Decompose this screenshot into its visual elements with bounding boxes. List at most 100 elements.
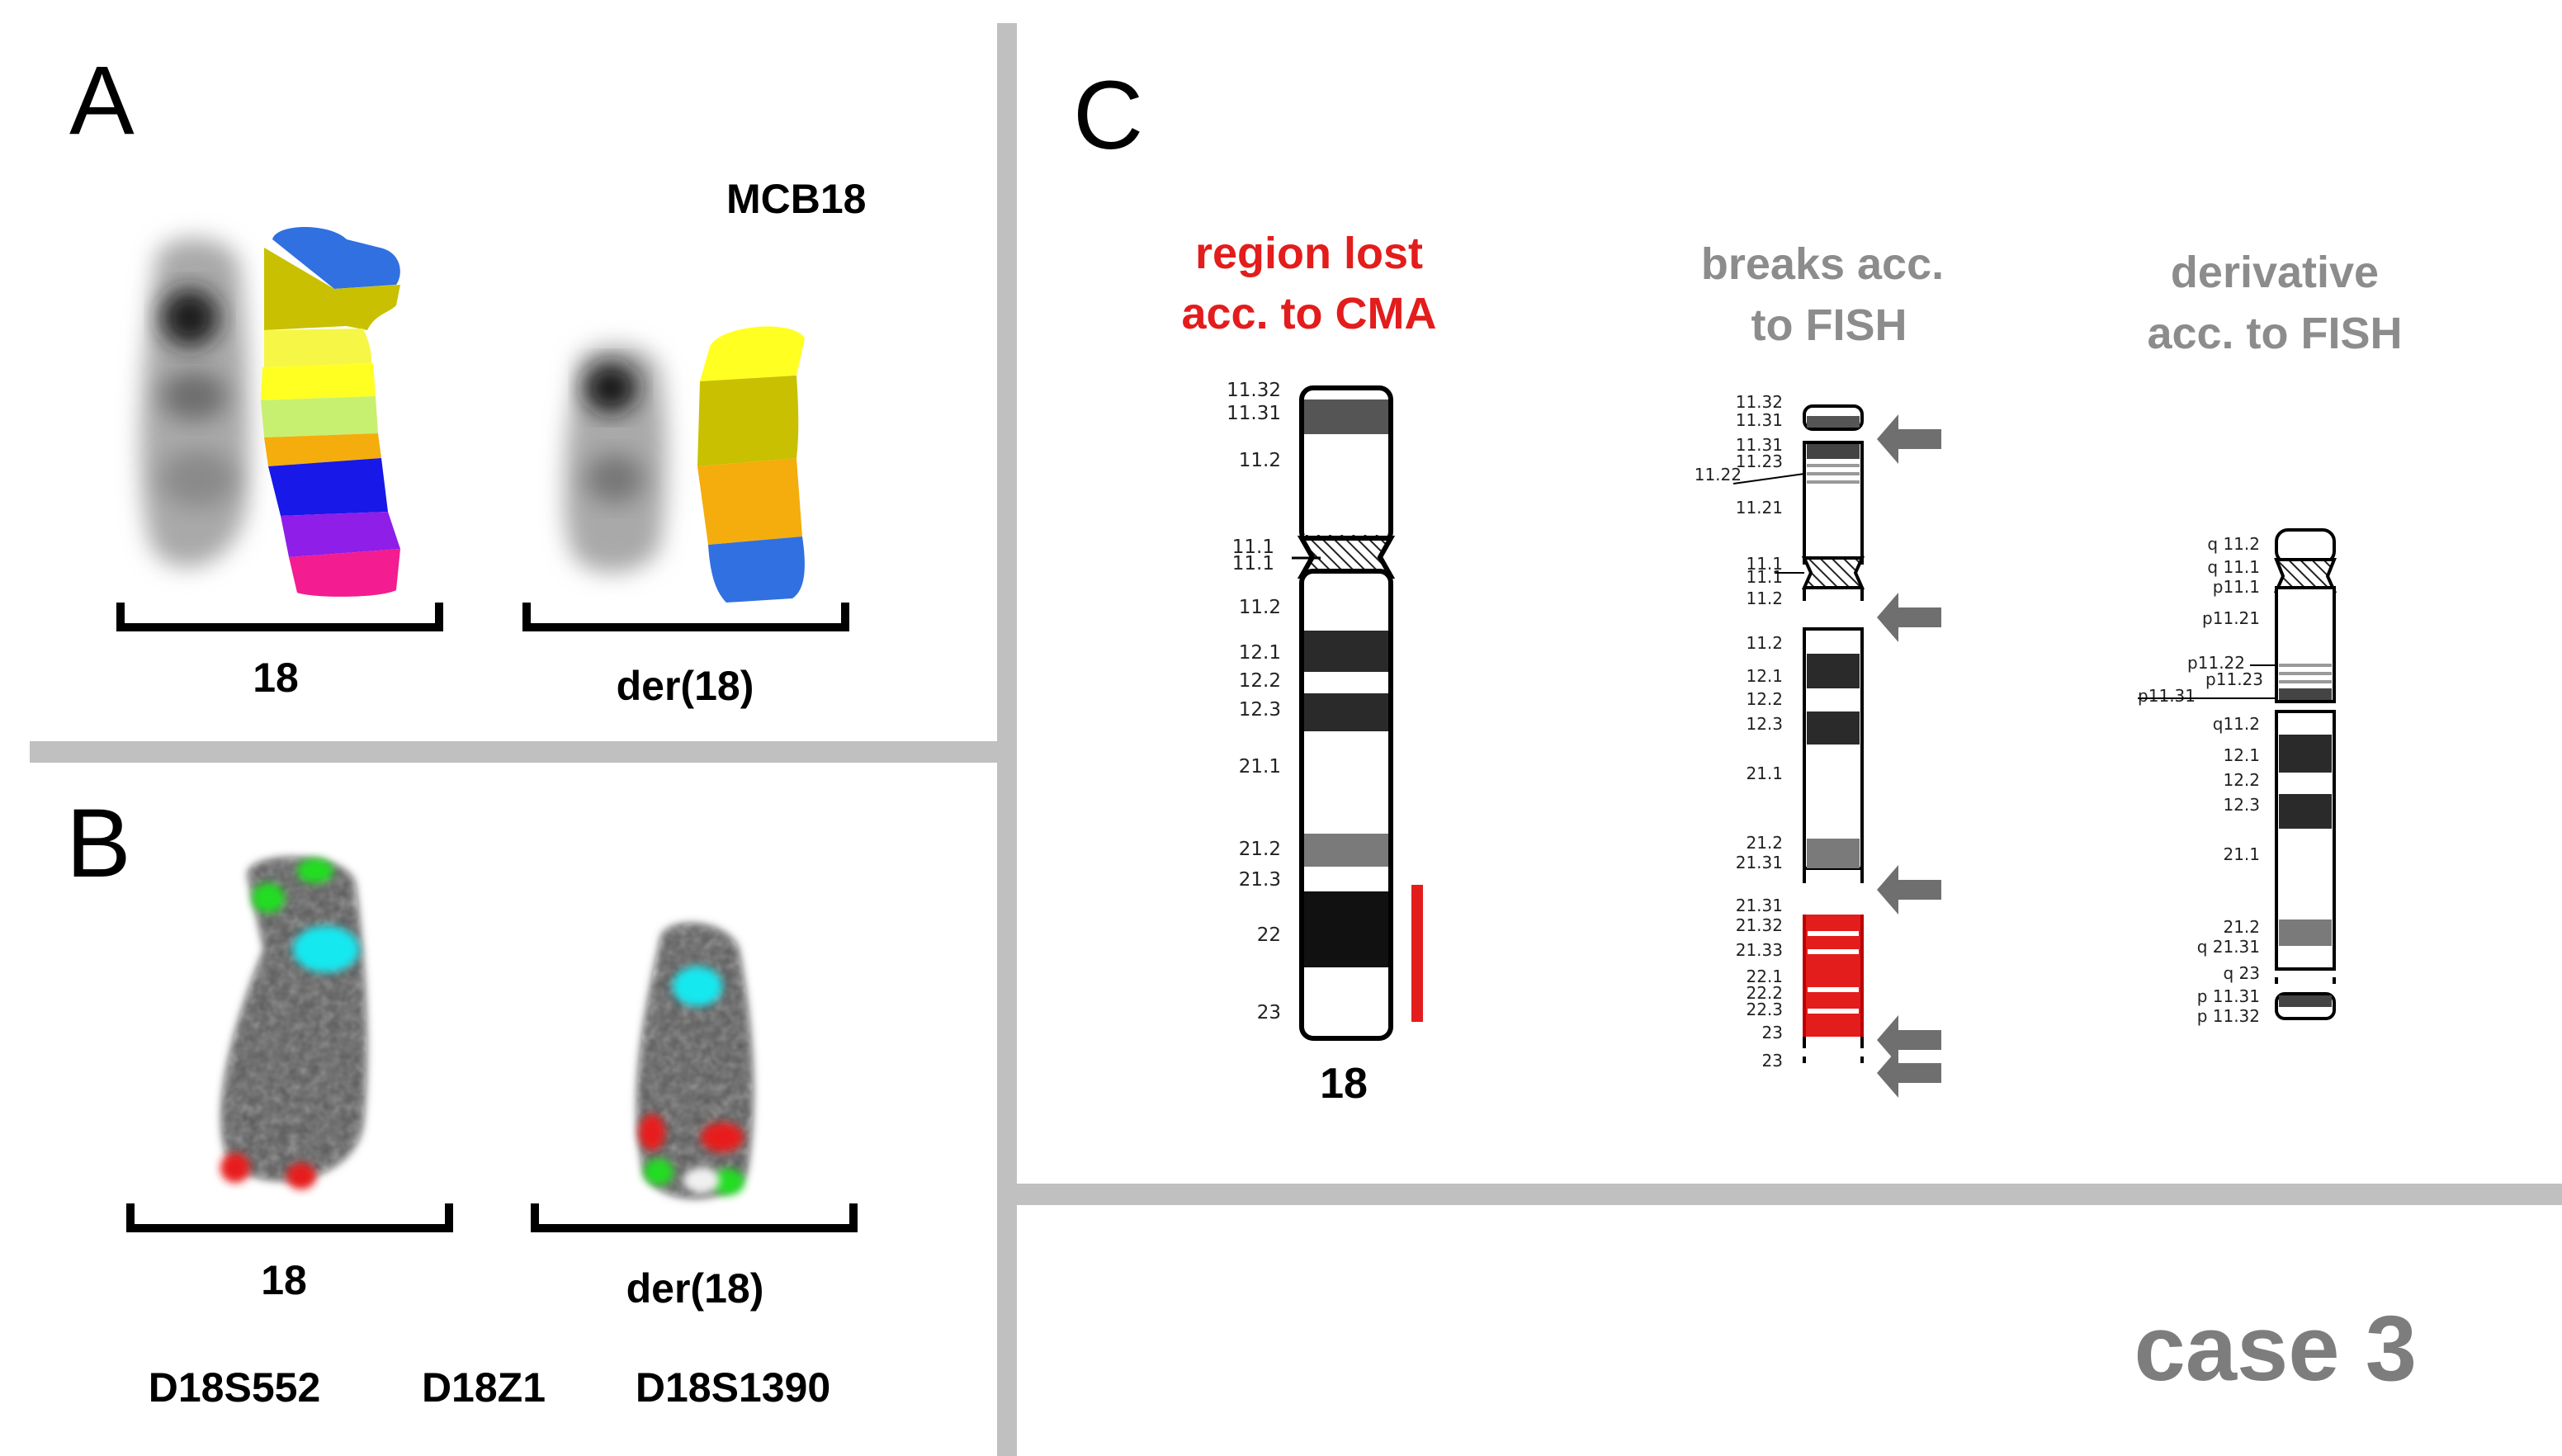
divider-ab — [30, 741, 1004, 763]
band-label: p 11.32 — [2197, 1006, 2260, 1026]
band-label: q 23 — [2223, 963, 2260, 983]
break-arrow-icon — [1877, 1015, 1941, 1065]
ideogram-cma-chromosome-label: 18 — [1320, 1060, 1368, 1108]
band-label: 21.2 — [1746, 833, 1783, 853]
ideogram-breaks-band-labels: 11.32 11.31 11.31 11.23 11.22 11.21 11.1… — [1695, 392, 1783, 1071]
panel-a-method: MCB18 — [726, 176, 866, 222]
band-label: 23 — [1762, 1051, 1783, 1071]
band-label: 21.31 — [1736, 896, 1783, 915]
band-label: p11.22 — [2187, 653, 2245, 673]
band-label: 11.2 — [1239, 450, 1281, 471]
ideogram-derivative: derivative acc. to FISH q 11.2 q 11.1 p1… — [2138, 248, 2403, 1026]
a-normal-bracket — [116, 603, 443, 631]
band-label: 21.2 — [2223, 917, 2260, 937]
panel-a-letter: A — [69, 46, 135, 155]
b-derivative-green-signal — [644, 1159, 674, 1185]
band-label: 21.1 — [2223, 844, 2260, 864]
ideogram-derivative-band-labels: q 11.2 q 11.1 p11.1 p11.21 p11.22 p11.23… — [2138, 534, 2263, 1026]
probe-label-d18z1: D18Z1 — [422, 1364, 546, 1411]
band-label: 22.1 — [1746, 967, 1783, 986]
band-label: 11.32 — [1227, 380, 1281, 401]
ideogram-derivative-title-line1: derivative — [2171, 248, 2379, 297]
break-arrow-icon — [1877, 865, 1941, 915]
ideogram-cma-title-line2: acc. to CMA — [1181, 289, 1436, 338]
band-label: 11.31 — [1227, 403, 1281, 424]
band-label: 12.2 — [1239, 670, 1281, 692]
band-label: 11.32 — [1736, 392, 1783, 412]
b-derivative-fish-chromosome — [636, 923, 754, 1198]
break-arrows — [1877, 414, 1941, 1098]
a-normal-grayscale-chromosome — [140, 238, 249, 568]
probe-label-d18s552: D18S552 — [149, 1364, 321, 1411]
band-label: 12.3 — [1746, 714, 1783, 734]
b-derivative-cyan-signal — [673, 967, 722, 1006]
ideogram-cma-title-line1: region lost — [1195, 229, 1423, 278]
band-label: 11.1 — [1232, 553, 1274, 574]
band-label: 11.1 — [1746, 567, 1783, 587]
band-label: 11.2 — [1746, 589, 1783, 608]
band-label: q 11.2 — [2207, 534, 2260, 554]
lost-region-bar — [1411, 885, 1423, 1022]
band-label: 21.1 — [1239, 756, 1281, 778]
a-derivative-mcb-chromosome — [697, 326, 805, 603]
band-label: 12.3 — [1239, 699, 1281, 721]
band-label: 23 — [1762, 1023, 1783, 1042]
a-derivative-bracket — [522, 603, 849, 631]
band-label: 11.31 — [1736, 435, 1783, 455]
break-arrow-icon — [1877, 414, 1941, 464]
divider-vertical — [997, 23, 1017, 1456]
band-label: 21.3 — [1239, 869, 1281, 891]
band-label: 12.3 — [2223, 795, 2260, 815]
band-label: p 11.31 — [2197, 986, 2260, 1006]
a-normal-mcb-chromosome — [261, 227, 400, 597]
case-label: case 3 — [2134, 1297, 2417, 1400]
panel-b: B 18 der(18) — [66, 789, 858, 1411]
band-label: p11.31 — [2138, 686, 2196, 706]
b-normal-green-signal — [297, 858, 333, 883]
band-label: 11.2 — [1239, 597, 1281, 618]
band-label: q 11.1 — [2207, 557, 2260, 577]
b-derivative-label: der(18) — [626, 1265, 764, 1312]
b-normal-fish-chromosome — [220, 857, 367, 1189]
band-label: 21.32 — [1736, 915, 1783, 935]
band-label: 11.23 — [1736, 451, 1783, 471]
ideogram-breaks: breaks acc. to FISH — [1695, 239, 1944, 1098]
ideogram-cma: region lost acc. to CMA 11.32 11.31 11.2… — [1181, 229, 1436, 1108]
band-label: 11.1 — [1746, 554, 1783, 574]
b-derivative-bracket — [531, 1203, 858, 1232]
band-label: 12.1 — [1746, 666, 1783, 686]
divider-c-case — [1017, 1184, 2562, 1205]
band-label: 11.22 — [1695, 465, 1742, 485]
band-label: 11.2 — [1746, 633, 1783, 653]
b-normal-bracket — [126, 1203, 453, 1232]
b-normal-label: 18 — [261, 1257, 307, 1303]
panel-c-letter: C — [1073, 61, 1143, 170]
band-label: 21.33 — [1736, 940, 1783, 960]
break-arrow-icon — [1877, 1048, 1941, 1098]
band-label: p11.23 — [2205, 669, 2263, 689]
ideogram-breaks-title-line2: to FISH — [1751, 300, 1907, 350]
band-label: 12.1 — [1239, 642, 1281, 664]
b-normal-green-signal — [252, 883, 285, 913]
band-label: 21.1 — [1746, 763, 1783, 783]
band-label: q11.2 — [2213, 714, 2260, 734]
band-label: 22 — [1257, 924, 1281, 946]
ideogram-breaks-lost-region — [1803, 915, 1864, 1037]
break-arrow-icon — [1877, 593, 1941, 642]
a-derivative-label: der(18) — [617, 663, 754, 709]
b-normal-red-signal — [220, 1153, 250, 1183]
b-normal-cyan-signal — [293, 926, 359, 972]
b-derivative-green-signal — [711, 1169, 744, 1195]
band-label: 21.2 — [1239, 839, 1281, 860]
band-label: 22.2 — [1746, 983, 1783, 1003]
band-label: 11.1 — [1232, 537, 1274, 558]
a-normal-label: 18 — [253, 655, 299, 701]
band-label: 12.2 — [1746, 689, 1783, 709]
band-label: q 21.31 — [2197, 937, 2260, 957]
band-label: 21.31 — [1736, 853, 1783, 872]
band-label: 12.2 — [2223, 770, 2260, 790]
b-normal-red-signal — [286, 1163, 316, 1189]
band-label: 11.21 — [1736, 498, 1783, 518]
panel-b-letter: B — [66, 789, 131, 898]
